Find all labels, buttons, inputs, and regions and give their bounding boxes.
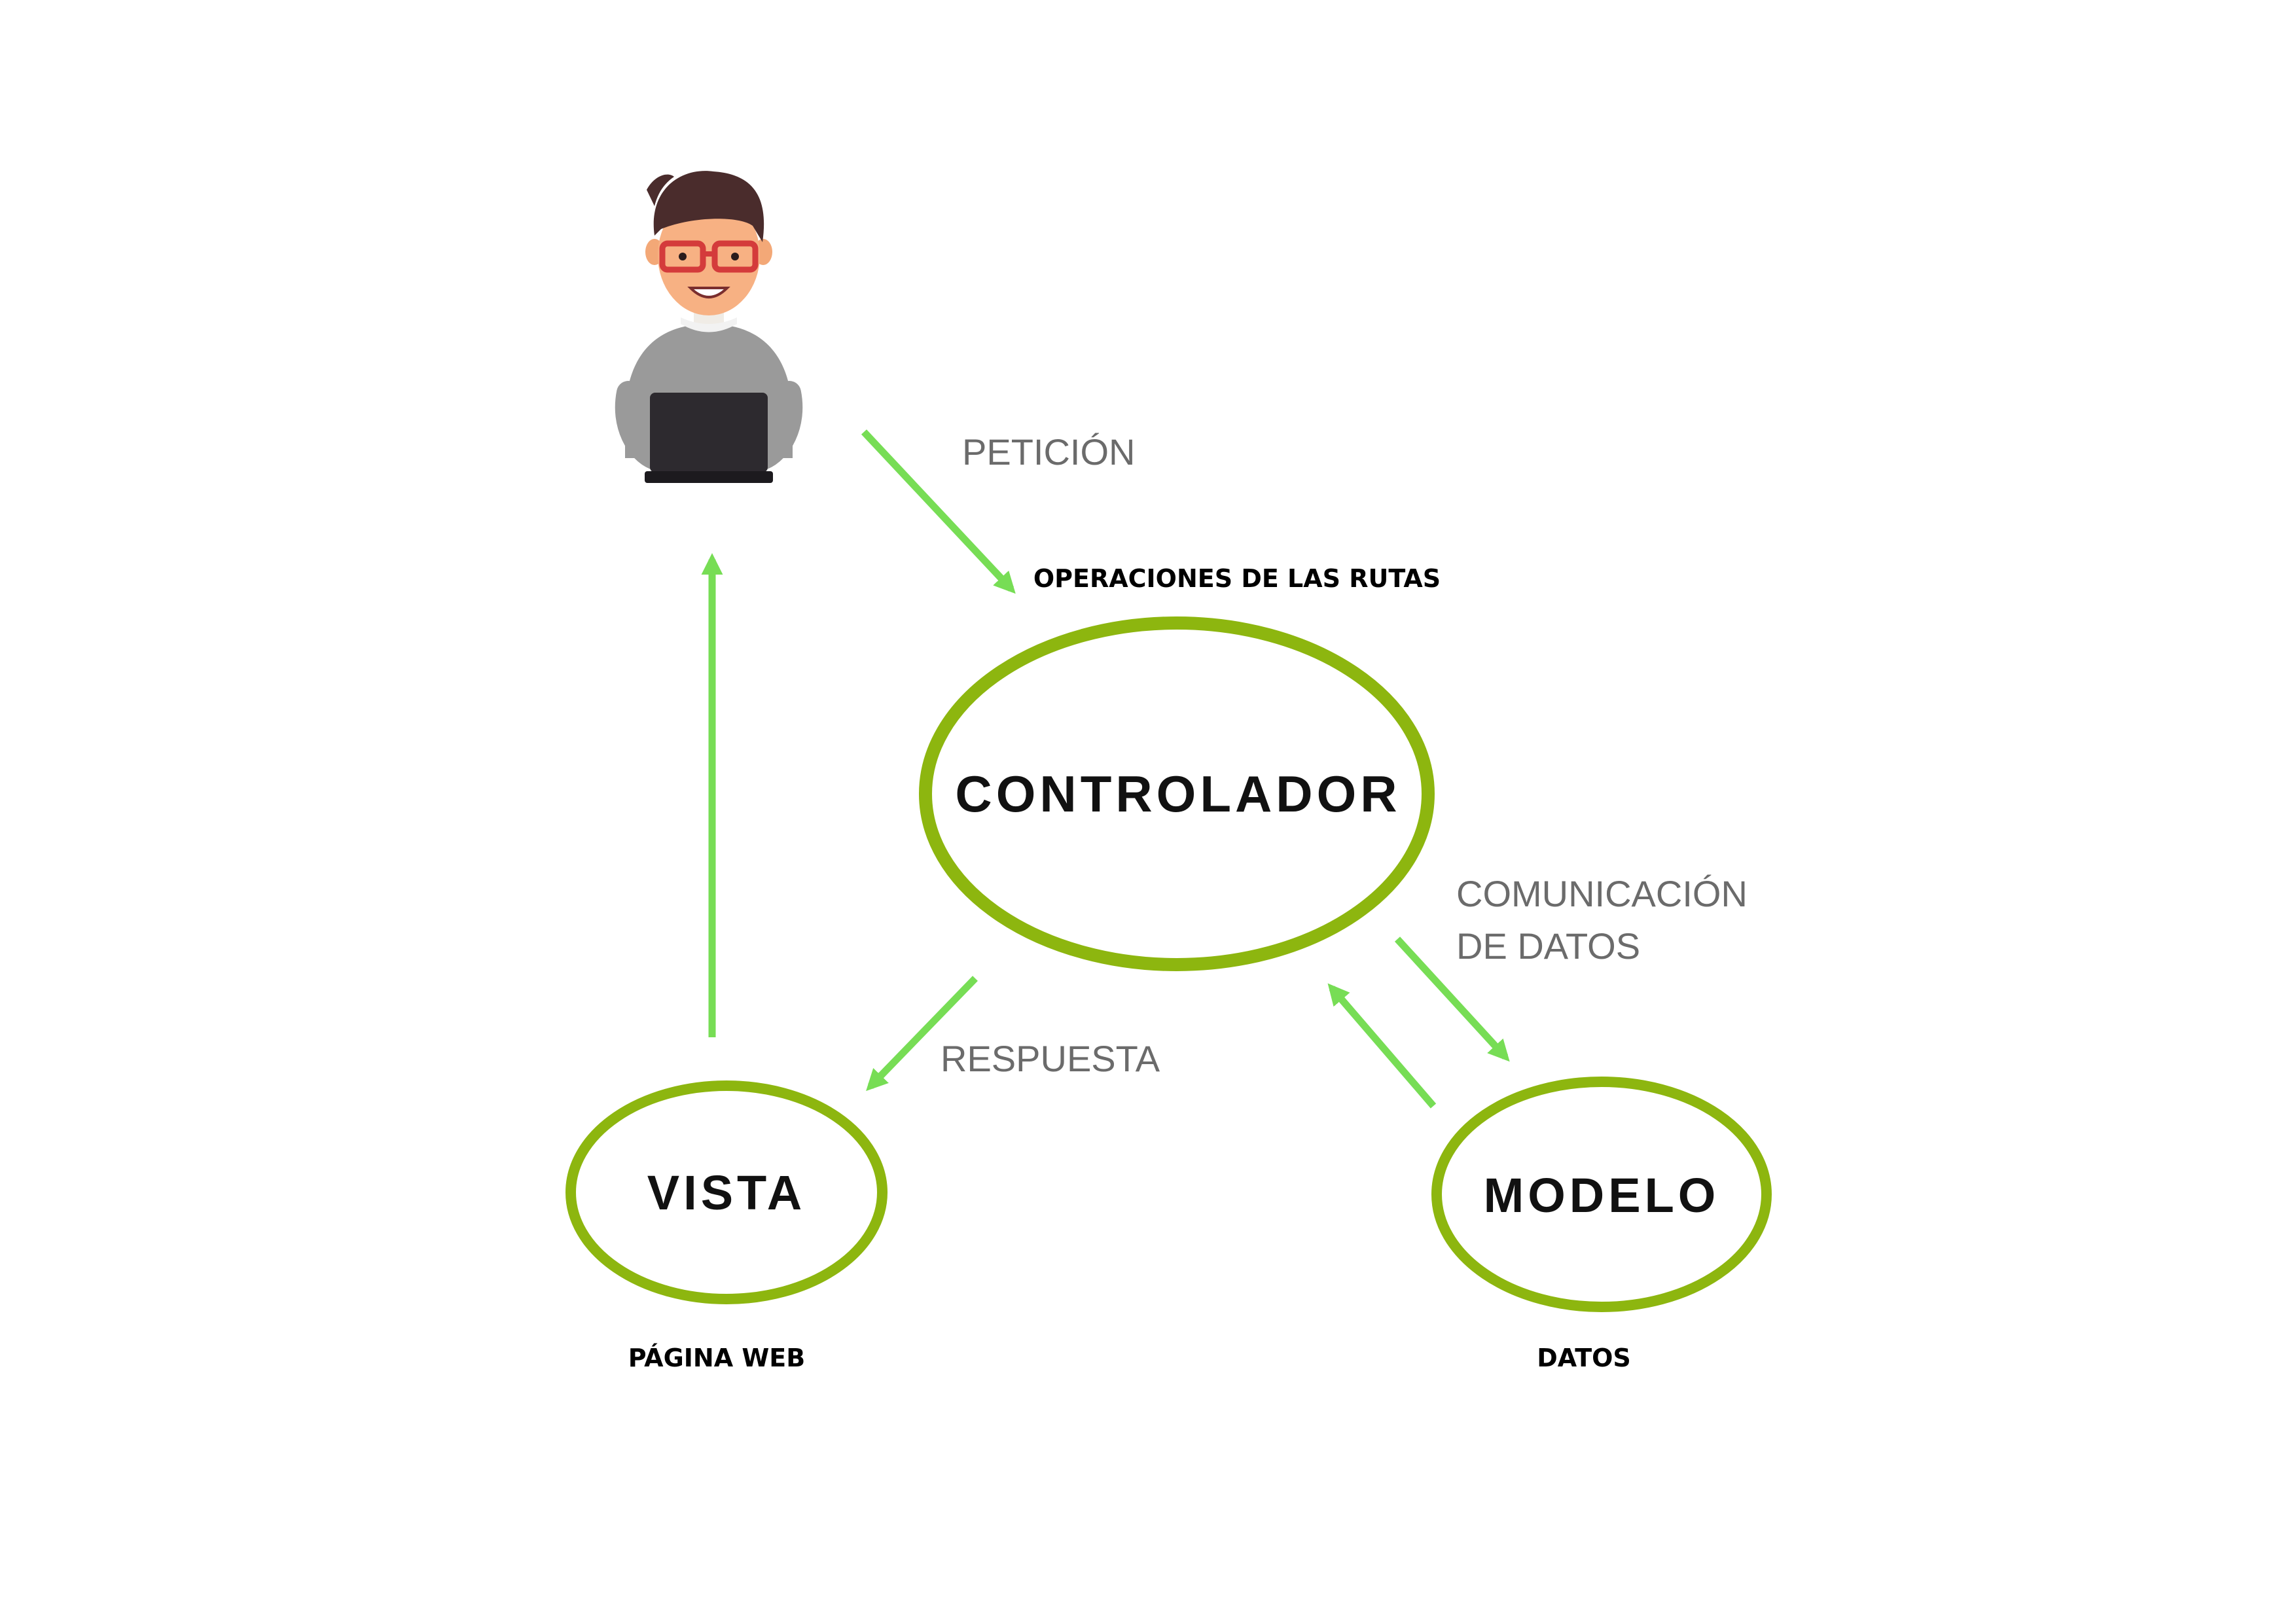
- model-node: MODELO: [1431, 1077, 1772, 1312]
- model-label: MODELO: [1484, 1168, 1720, 1222]
- response-arrow: [866, 976, 978, 1092]
- controller-ellipse: [919, 616, 1435, 971]
- model-ellipse: [1431, 1077, 1772, 1312]
- response-label: RESPUESTA: [941, 1038, 1160, 1079]
- data-exchange-label-line1: COMUNICACIÓN: [1456, 873, 1748, 914]
- view-label: VISTA: [647, 1166, 806, 1220]
- view-ellipse: [565, 1080, 888, 1304]
- request-label: PETICIÓN: [962, 431, 1135, 473]
- model-caption: DATOS: [1537, 1344, 1631, 1372]
- model-to-controller-arrow: [1327, 983, 1437, 1109]
- controller-to-model-arrow: [1394, 936, 1510, 1062]
- user-with-laptop-icon: [615, 171, 803, 483]
- controller-label: CONTROLADOR: [955, 765, 1401, 823]
- data-exchange-label-line2: DE DATOS: [1456, 925, 1640, 967]
- controller-node: CONTROLADOR: [919, 616, 1435, 971]
- view-caption: PÁGINA WEB: [628, 1344, 805, 1372]
- view-node: VISTA: [565, 1080, 888, 1304]
- request-arrow: [861, 429, 1016, 594]
- controller-caption: OPERACIONES DE LAS RUTAS: [1033, 564, 1441, 593]
